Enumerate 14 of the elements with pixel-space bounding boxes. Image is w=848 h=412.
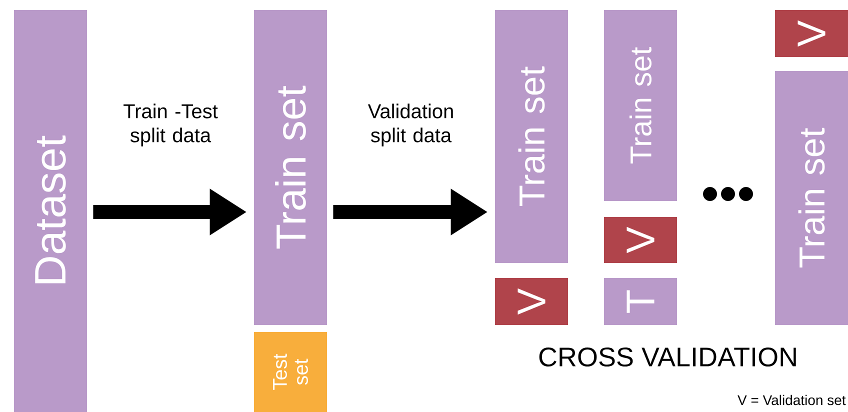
train-set-bar: Train set bbox=[604, 10, 677, 201]
legend-note: V = Validation set bbox=[738, 394, 846, 406]
section-title: CROSS VALIDATION bbox=[539, 347, 796, 367]
edge-label: Train -Test split data bbox=[124, 104, 218, 146]
train-set-bar: Train set bbox=[495, 10, 568, 263]
validation-block: V bbox=[775, 10, 848, 57]
train-set-bar: Train set bbox=[254, 10, 327, 325]
edge-label: Validation split data bbox=[368, 104, 453, 146]
train-block: T bbox=[604, 278, 677, 325]
test-set-bar: Test set bbox=[254, 332, 327, 412]
dataset-bar: Dataset bbox=[14, 10, 87, 412]
validation-block: V bbox=[604, 217, 677, 263]
train-set-bar: Train set bbox=[775, 71, 848, 325]
validation-block: V bbox=[495, 278, 568, 325]
